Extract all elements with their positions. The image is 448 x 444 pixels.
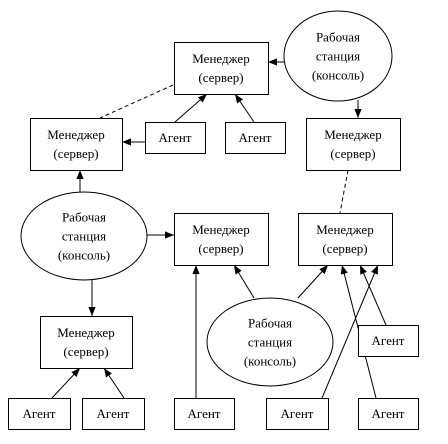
agent-6: Агент (174, 398, 235, 430)
workstation-console-top-label-3: (консоль) (312, 68, 364, 83)
manager-server-middle-label-1: Менеджер (192, 222, 249, 237)
manager-server-middle-right-label-1: Менеджер (316, 222, 373, 237)
manager-server-top-label-2: (сервер) (198, 70, 243, 85)
manager-server-left-box (30, 118, 123, 171)
manager-server-right-label-2: (сервер) (330, 146, 375, 161)
edge-agent-3-to-mgr-mid-right (359, 264, 387, 326)
agent-2: Агент (225, 122, 286, 154)
manager-server-middle-right-label-2: (сервер) (322, 241, 367, 256)
agent-3-label-1: Агент (372, 333, 405, 348)
workstation-console-left: Рабочая станция (консоль) (20, 191, 148, 281)
manager-server-middle-box (174, 213, 269, 266)
workstation-console-top-label-2: станция (316, 49, 360, 64)
workstation-console-top-ellipse (283, 10, 393, 102)
agent-4: Агент (8, 398, 71, 430)
manager-server-left: Менеджер (сервер) (30, 118, 123, 171)
agent-3: Агент (358, 325, 419, 357)
edge-ws-bottom-to-mgr-mid-right (297, 264, 329, 299)
agent-1-box (145, 122, 206, 154)
edge-agent-2-to-mgr-top (234, 93, 255, 123)
edge-mgr-top-mgr-left-dashed (99, 84, 174, 119)
workstation-console-bottom-label-3: (консоль) (244, 354, 296, 369)
agent-7-box (266, 398, 329, 430)
agent-4-label-1: Агент (23, 406, 56, 421)
workstation-console-left-label-3: (консоль) (58, 248, 110, 263)
edge-agent-1-to-mgr-top (174, 93, 208, 123)
manager-server-right: Менеджер (сервер) (306, 118, 401, 171)
manager-server-top: Менеджер (сервер) (174, 42, 269, 95)
agent-7-label-1: Агент (281, 406, 314, 421)
workstation-console-left-label-2: станция (62, 229, 106, 244)
workstation-console-bottom-label-2: станция (248, 335, 292, 350)
agent-5-label-1: Агент (97, 406, 130, 421)
workstation-console-top: Рабочая станция (консоль) (283, 10, 393, 102)
edge-agent-5-to-mgr-bottom-left (103, 367, 125, 399)
workstation-console-left-ellipse (20, 191, 148, 281)
agent-7: Агент (266, 398, 329, 430)
edge-agent-4-to-mgr-bottom-left (51, 367, 81, 399)
manager-server-bottom-left-label-1: Менеджер (57, 325, 114, 340)
agent-1: Агент (145, 122, 206, 154)
manager-server-bottom-left-box (40, 316, 133, 369)
workstation-console-bottom-ellipse (206, 297, 334, 387)
manager-server-middle-right-box (298, 213, 393, 266)
workstation-console-bottom-label-1: Рабочая (248, 316, 292, 331)
manager-server-middle-right: Менеджер (сервер) (298, 213, 393, 266)
edge-mgr-right-mgr-mid-right-dashed (339, 169, 349, 214)
manager-server-middle: Менеджер (сервер) (174, 213, 269, 266)
agent-5-box (82, 398, 145, 430)
manager-server-left-label-1: Менеджер (47, 127, 104, 142)
agent-2-label-1: Агент (239, 130, 272, 145)
edge-agent-7-to-mgr-mid-right (321, 264, 379, 399)
manager-server-bottom-left-label-2: (сервер) (63, 344, 108, 359)
agent-4-box (8, 398, 71, 430)
manager-server-left-label-2: (сервер) (53, 146, 98, 161)
agent-6-box (174, 398, 235, 430)
agent-2-box (225, 122, 286, 154)
workstation-console-bottom: Рабочая станция (консоль) (206, 297, 334, 387)
manager-server-top-box (174, 42, 269, 95)
edge-ws-bottom-to-mgr-mid (233, 264, 255, 299)
agent-3-box (358, 325, 419, 357)
workstation-console-top-label-1: Рабочая (316, 30, 360, 45)
manager-server-right-box (306, 118, 401, 171)
agent-8-box (358, 398, 419, 430)
manager-server-bottom-left: Менеджер (сервер) (40, 316, 133, 369)
manager-server-right-label-1: Менеджер (324, 127, 381, 142)
workstation-console-left-label-1: Рабочая (62, 210, 106, 225)
agent-1-label-1: Агент (159, 130, 192, 145)
manager-server-middle-label-2: (сервер) (198, 241, 243, 256)
manager-server-top-label-1: Менеджер (192, 51, 249, 66)
nodes: Менеджер (сервер) Рабочая станция (консоль) М… (8, 10, 419, 430)
agent-8: Агент (358, 398, 419, 430)
agent-8-label-1: Агент (372, 406, 405, 421)
agent-5: Агент (82, 398, 145, 430)
agent-6-label-1: Агент (188, 406, 221, 421)
